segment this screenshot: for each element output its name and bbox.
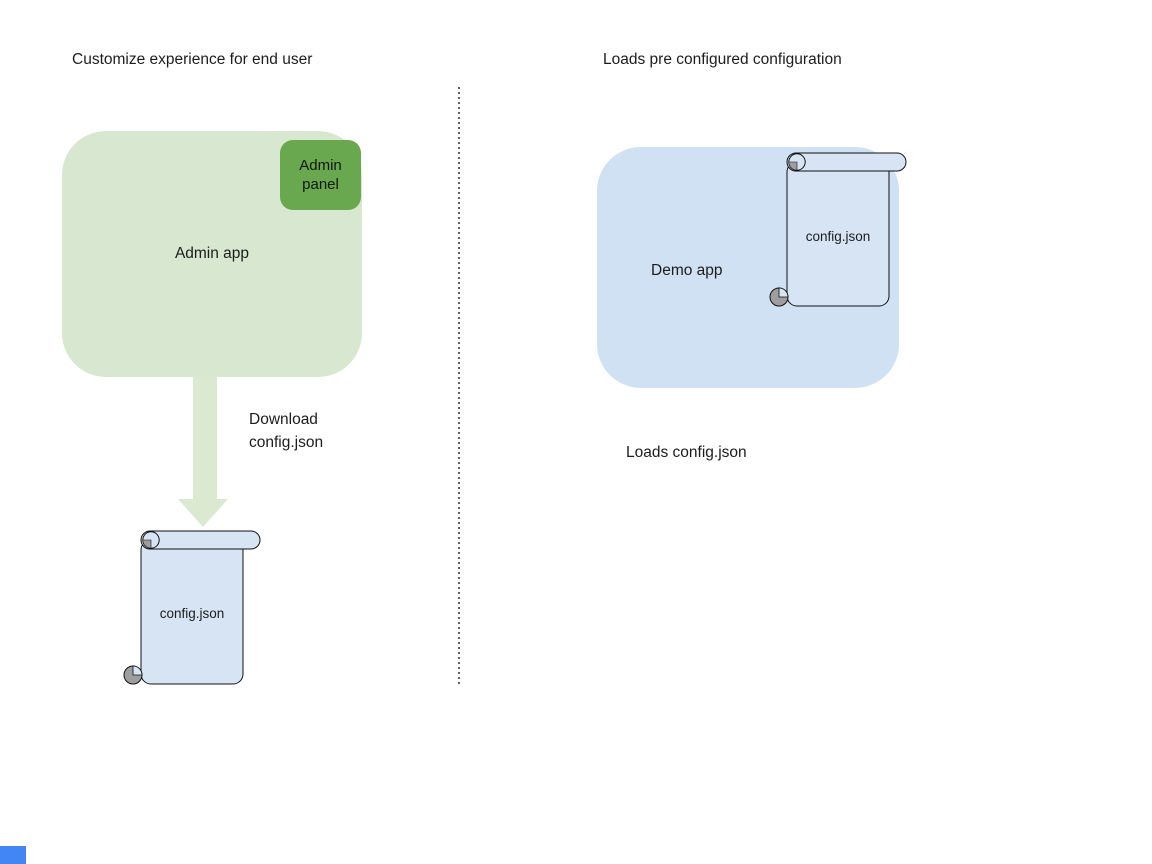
admin-panel-label: Admin panel <box>299 157 342 193</box>
download-arrow-shape <box>178 377 228 527</box>
config-json-label-left: config.json <box>159 606 225 621</box>
blue-corner-square <box>0 846 26 864</box>
right-heading: Loads pre configured configuration <box>603 51 842 68</box>
admin-app-label: Admin app <box>174 245 250 262</box>
config-json-scroll-icon <box>123 530 261 685</box>
scroll-roll-end-shading <box>788 161 798 171</box>
download-caption: Download config.json <box>249 411 324 451</box>
scroll-curl-highlight <box>132 665 143 676</box>
scroll-top-roll <box>786 152 907 172</box>
admin-panel-box: Admin panel <box>280 140 361 210</box>
download-arrow-icon <box>178 377 228 527</box>
section-divider <box>458 87 460 687</box>
left-heading: Customize experience for end user <box>72 51 313 68</box>
config-json-scroll-icon <box>769 152 907 307</box>
scroll-curl-highlight <box>778 287 789 298</box>
loads-config-caption: Loads config.json <box>626 444 747 461</box>
scroll-top-roll <box>140 530 261 550</box>
config-json-label-right: config.json <box>805 229 871 244</box>
demo-app-label: Demo app <box>651 262 723 279</box>
scroll-roll-end-shading <box>142 539 152 549</box>
